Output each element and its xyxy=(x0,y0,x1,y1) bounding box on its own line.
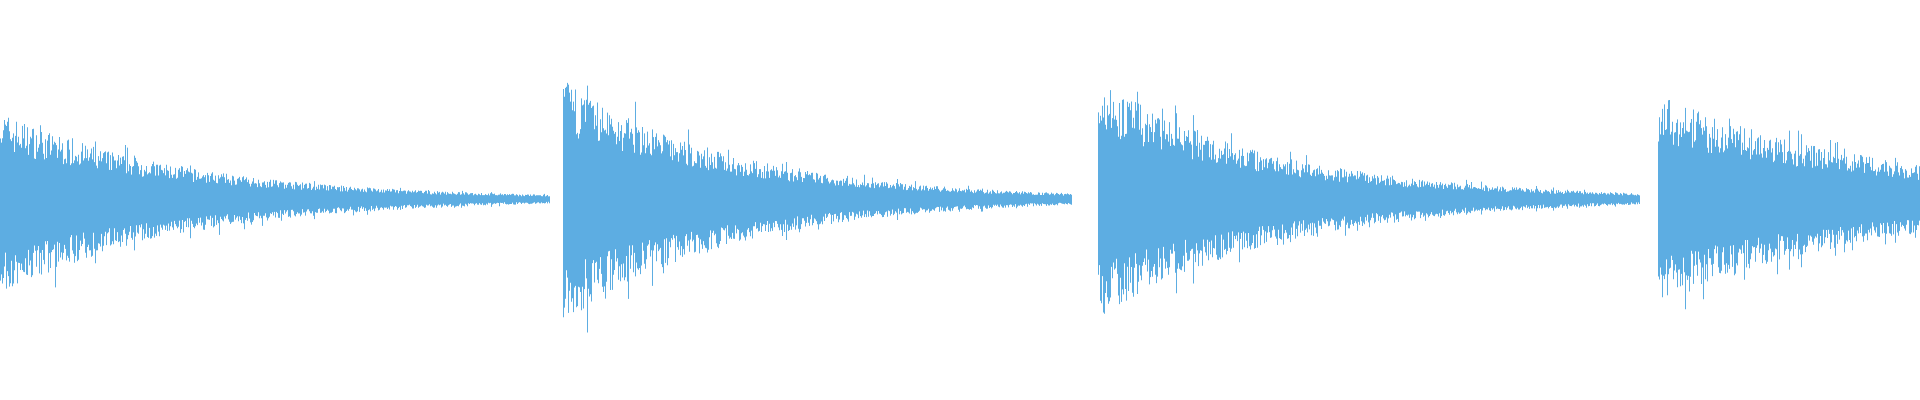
waveform-group xyxy=(0,82,1920,333)
waveform-segment-3 xyxy=(1098,90,1640,314)
waveform-segment-2 xyxy=(563,82,1072,333)
waveform-segment-1 xyxy=(0,117,550,289)
waveform-segment-4 xyxy=(1658,100,1920,310)
